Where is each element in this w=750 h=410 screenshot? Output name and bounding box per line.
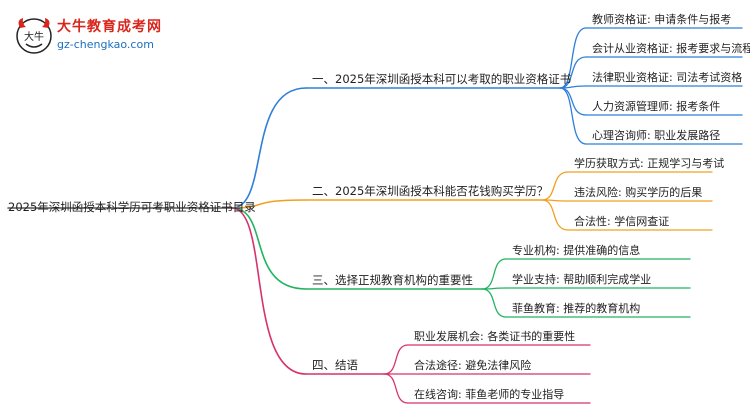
leaf-psych-counselor: 心理咨询师: 职业发展路径: [592, 129, 721, 142]
logo-mark-text: 大牛: [24, 30, 44, 43]
logo-url: gz-chengkao.com: [57, 38, 154, 51]
leaf-online-consult: 在线咨询: 菲鱼老师的专业指导: [414, 388, 565, 401]
branch-2-leaf-3-connector: [541, 199, 569, 231]
leaf-legality: 合法性: 学信网查证: [574, 215, 670, 228]
leaf-legal-way: 合法途径: 避免法律风险: [414, 359, 532, 372]
branch-1-connector: [231, 87, 307, 209]
leaf-hr-manager: 人力资源管理师: 报考条件: [592, 100, 721, 113]
branch-1-leaf-1-connector: [559, 27, 587, 89]
leaf-career-opportunity: 职业发展机会: 各类证书的重要性: [414, 330, 576, 343]
site-logo[interactable]: 大牛 大牛教育成考网 gz-chengkao.com: [14, 14, 204, 60]
branch-1-label: 一、2025年深圳函授本科可以考取的职业资格证书: [312, 72, 572, 86]
leaf-legal-cert: 法律职业资格证: 司法考试资格: [592, 71, 743, 84]
branch-3-leaf-1-connector: [481, 258, 507, 290]
branch-4-leaf-1-connector: [383, 344, 409, 375]
branch-4-connector: [231, 207, 307, 375]
leaf-study-support: 学业支持: 帮助顺利完成学业: [512, 273, 652, 286]
branch-4-label: 四、结语: [312, 358, 358, 372]
branch-1-leaf-5-connector: [559, 87, 587, 145]
leaf-teacher-cert: 教师资格证: 申请条件与报考: [592, 13, 732, 26]
leaf-professional-org: 专业机构: 提供准确的信息: [512, 244, 641, 257]
root-topic: 2025年深圳函授本科学历可考职业资格证书目录: [8, 200, 256, 214]
leaf-accounting-cert: 会计从业资格证: 报考要求与流程: [592, 42, 750, 55]
branch-2-leaf-1-connector: [541, 171, 569, 201]
branch-4-leaf-3-connector: [383, 373, 409, 404]
branch-2-connector: [231, 199, 307, 209]
leaf-degree-method: 学历获取方式: 正规学习与考试: [574, 157, 725, 170]
branch-3-leaf-3-connector: [481, 288, 507, 318]
bull-logo-icon: 大牛: [16, 18, 52, 54]
leaf-feiyu-edu: 菲鱼教育: 推荐的教育机构: [512, 302, 641, 315]
branch-3-label: 三、选择正规教育机构的重要性: [312, 273, 473, 287]
leaf-illegal-risk: 违法风险: 购买学历的后果: [574, 186, 703, 199]
branch-1-leaf-4-connector: [559, 87, 587, 116]
branch-2-label: 二、2025年深圳函授本科能否花钱购买学历？: [312, 184, 549, 198]
logo-title: 大牛教育成考网: [57, 19, 162, 35]
branch-3-connector: [231, 207, 307, 290]
branch-1-leaf-2-connector: [559, 56, 587, 89]
